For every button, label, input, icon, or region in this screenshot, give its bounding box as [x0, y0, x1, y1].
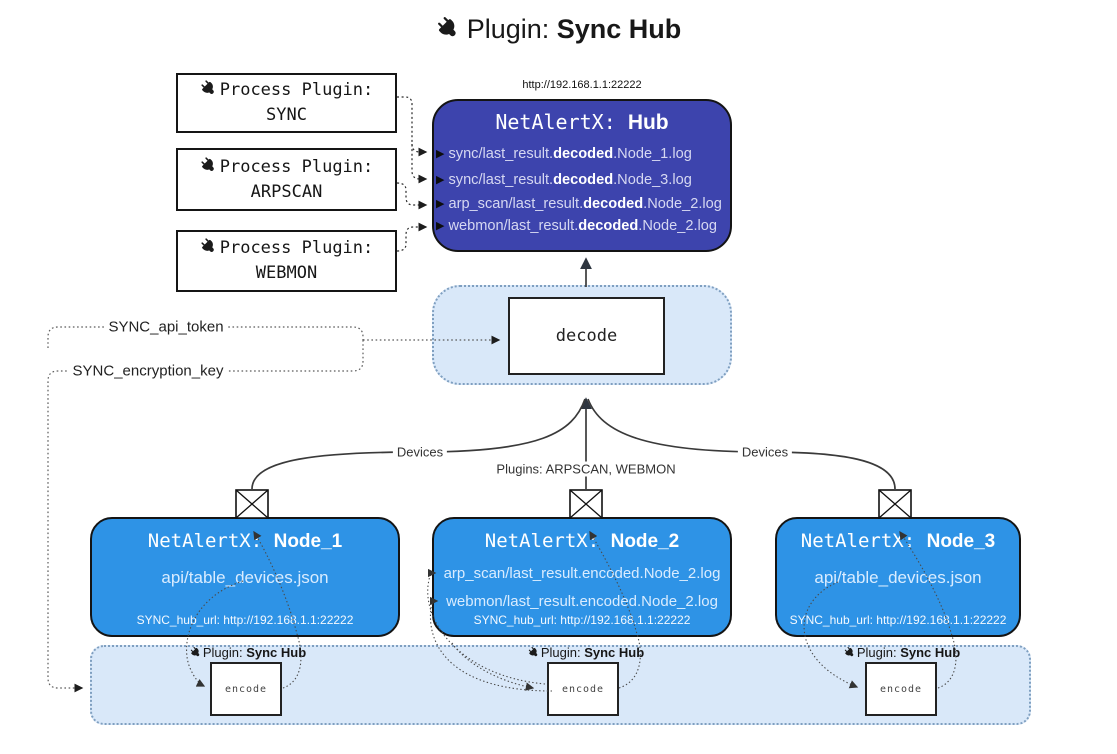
diagram-title: Plugin: Sync Hub: [0, 14, 1117, 45]
process-plugin-box-webmon: Process Plugin: WEBMON: [176, 230, 397, 292]
decode-box: decode: [508, 297, 665, 375]
node-box-node-2: NetAlertX: Node_2 arp_scan/last_result.e…: [432, 517, 732, 637]
process-plugin-label: Process Plugin:: [200, 155, 373, 180]
envelope-icon: [878, 489, 912, 519]
hub-title: NetAlertX: Hub: [495, 110, 669, 134]
plug-icon: [430, 9, 468, 47]
hub-log-text: sync/last_result.decoded.Node_3.log: [448, 172, 692, 188]
envelope-icon: [569, 489, 603, 519]
log-bullet-icon: ▶: [436, 147, 445, 160]
hub-url-label: http://192.168.1.1:22222: [522, 79, 642, 91]
process-plugin-name: ARPSCAN: [250, 181, 323, 202]
node-title: NetAlertX: Node_3: [800, 530, 996, 552]
process-plugin-label: Process Plugin:: [200, 78, 373, 103]
plug-icon: [196, 233, 223, 260]
log-bullet-icon: ▶: [436, 197, 445, 210]
process-plugin-name: WEBMON: [255, 263, 318, 283]
node-file: api/table_devices.json: [814, 568, 982, 587]
node-box-node-3: NetAlertX: Node_3 api/table_devices.json…: [775, 517, 1021, 637]
envelope-icon: [235, 489, 269, 519]
hub-log-text: sync/last_result.decoded.Node_1.log: [448, 146, 692, 162]
node-file: arp_scan/last_result.encoded.Node_2.log …: [443, 565, 721, 610]
setting-label-api-token: SYNC_api_token: [104, 318, 228, 336]
node-hub-url: SYNC_hub_url: http://192.168.1.1:22222: [136, 613, 354, 627]
node-title: NetAlertX: Node_2: [484, 530, 680, 552]
title-label: Plugin:: [466, 14, 550, 44]
setting-label-encryption-key: SYNC_encryption_key: [68, 362, 228, 380]
log-bullet-icon: ▶: [436, 219, 445, 232]
encode-box: encode: [210, 662, 282, 716]
hub-box: NetAlertX: Hub ▶ sync/last_result.decode…: [432, 99, 732, 252]
edge-label-devices-right: Devices: [737, 444, 793, 460]
edge-label-plugins-center: Plugins: ARPSCAN, WEBMON: [492, 461, 680, 477]
hub-log-text: arp_scan/last_result.decoded.Node_2.log: [448, 196, 722, 212]
process-plugin-box-arpscan: Process Plugin: ARPSCAN: [176, 148, 397, 211]
hub-log-text: webmon/last_result.decoded.Node_2.log: [448, 218, 717, 234]
title-name: Sync Hub: [556, 14, 682, 44]
process-plugin-box-sync: Process Plugin: SYNC: [176, 73, 397, 133]
encoder-label: Plugin: Sync Hub: [844, 645, 960, 660]
hub-log-line: ▶ arp_scan/last_result.decoded.Node_2.lo…: [434, 193, 730, 215]
encode-box: encode: [865, 662, 937, 716]
node-hub-url: SYNC_hub_url: http://192.168.1.1:22222: [473, 613, 691, 627]
process-plugin-name: SYNC: [266, 105, 307, 125]
node-title: NetAlertX: Node_1: [147, 530, 343, 552]
plug-icon: [196, 75, 223, 102]
encoder-label: Plugin: Sync Hub: [190, 645, 306, 660]
log-bullet-icon: ▶: [436, 173, 445, 186]
node-file: api/table_devices.json: [161, 568, 329, 587]
process-plugin-label: Process Plugin:: [200, 236, 373, 261]
edge-label-devices-left: Devices: [392, 444, 448, 460]
node-hub-url: SYNC_hub_url: http://192.168.1.1:22222: [789, 613, 1007, 627]
hub-log-line: ▶ sync/last_result.decoded.Node_1.log: [434, 141, 730, 167]
plug-icon: [196, 152, 223, 179]
encode-box: encode: [547, 662, 619, 716]
encoder-label: Plugin: Sync Hub: [528, 645, 644, 660]
node-box-node-1: NetAlertX: Node_1 api/table_devices.json…: [90, 517, 400, 637]
hub-log-line: ▶ webmon/last_result.decoded.Node_2.log: [434, 215, 730, 237]
hub-log-line: ▶ sync/last_result.decoded.Node_3.log: [434, 167, 730, 193]
